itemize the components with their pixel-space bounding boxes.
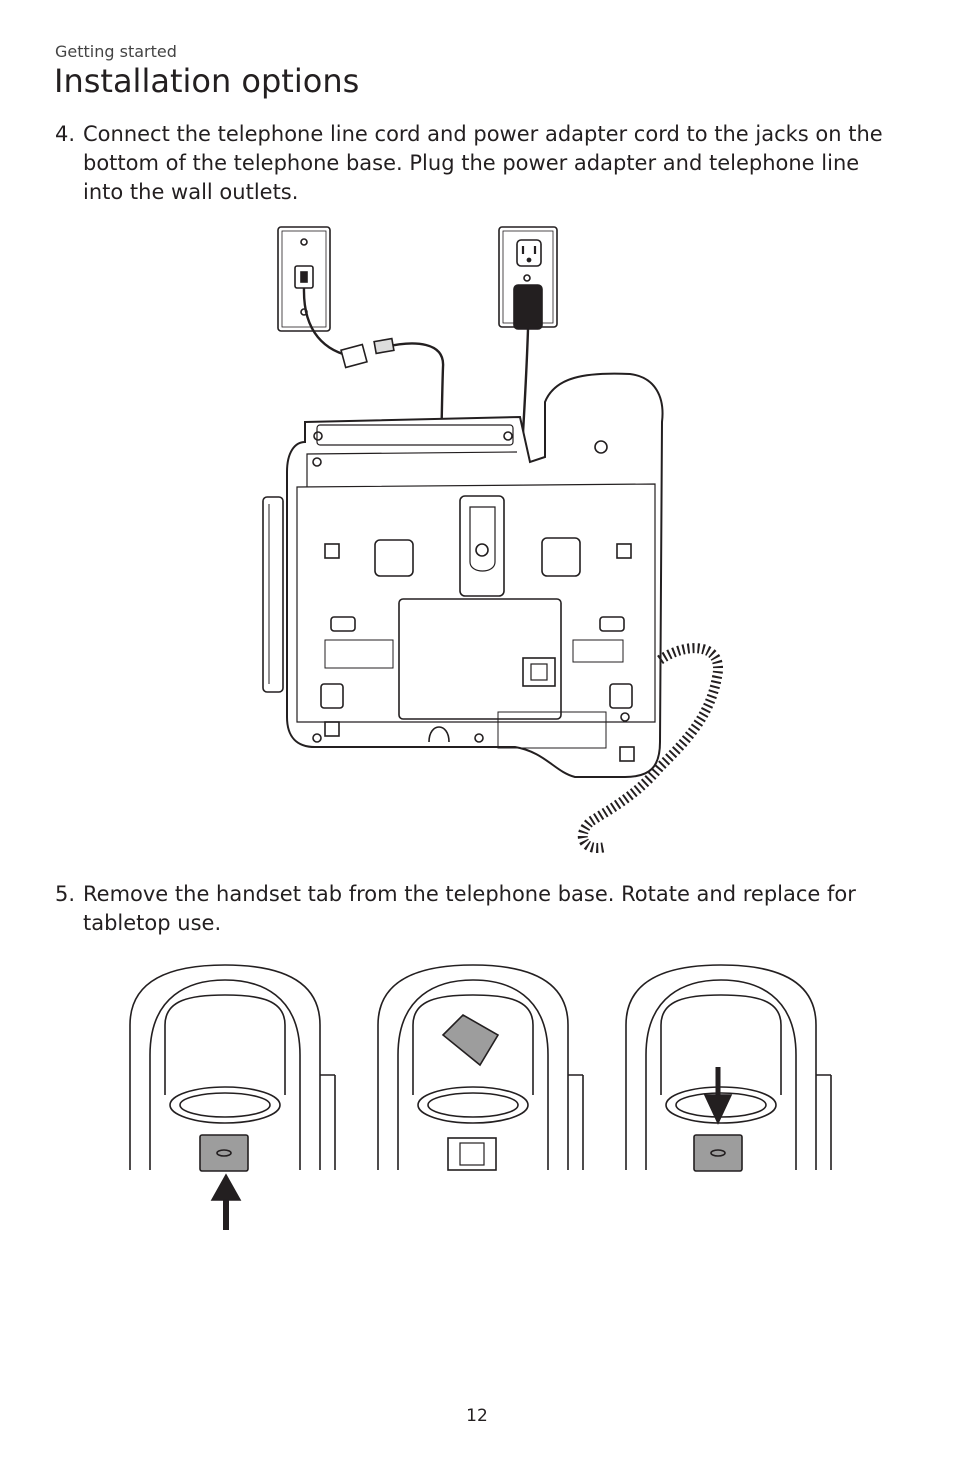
- modular-plug: [340, 337, 395, 369]
- power-wall-outlet: [498, 226, 558, 330]
- handset-cradle-remove-tab: [129, 964, 336, 1230]
- step-4-number: 4.: [55, 122, 76, 146]
- telephone-base: [262, 372, 664, 778]
- page-title: Installation options: [54, 62, 360, 100]
- handset-cradle-replace-tab: [625, 964, 832, 1172]
- step-5-number: 5.: [55, 882, 76, 906]
- rotating-tab-icon: [441, 1014, 500, 1067]
- installation-illustration: [262, 226, 724, 853]
- handset-cradle-rotate-tab: [377, 964, 584, 1171]
- step-5: 5. Remove the handset tab from the telep…: [55, 880, 905, 938]
- page-number: 12: [466, 1406, 488, 1426]
- step-4: 4. Connect the telephone line cord and p…: [55, 120, 905, 207]
- coiled-handset-cord: [577, 643, 724, 853]
- handset-tab-illustration: [129, 964, 832, 1230]
- telephone-wall-jack: [277, 226, 331, 332]
- step-5-text: Remove the handset tab from the telephon…: [83, 882, 856, 935]
- section-label: Getting started: [55, 42, 177, 61]
- step-4-text: Connect the telephone line cord and powe…: [83, 122, 883, 204]
